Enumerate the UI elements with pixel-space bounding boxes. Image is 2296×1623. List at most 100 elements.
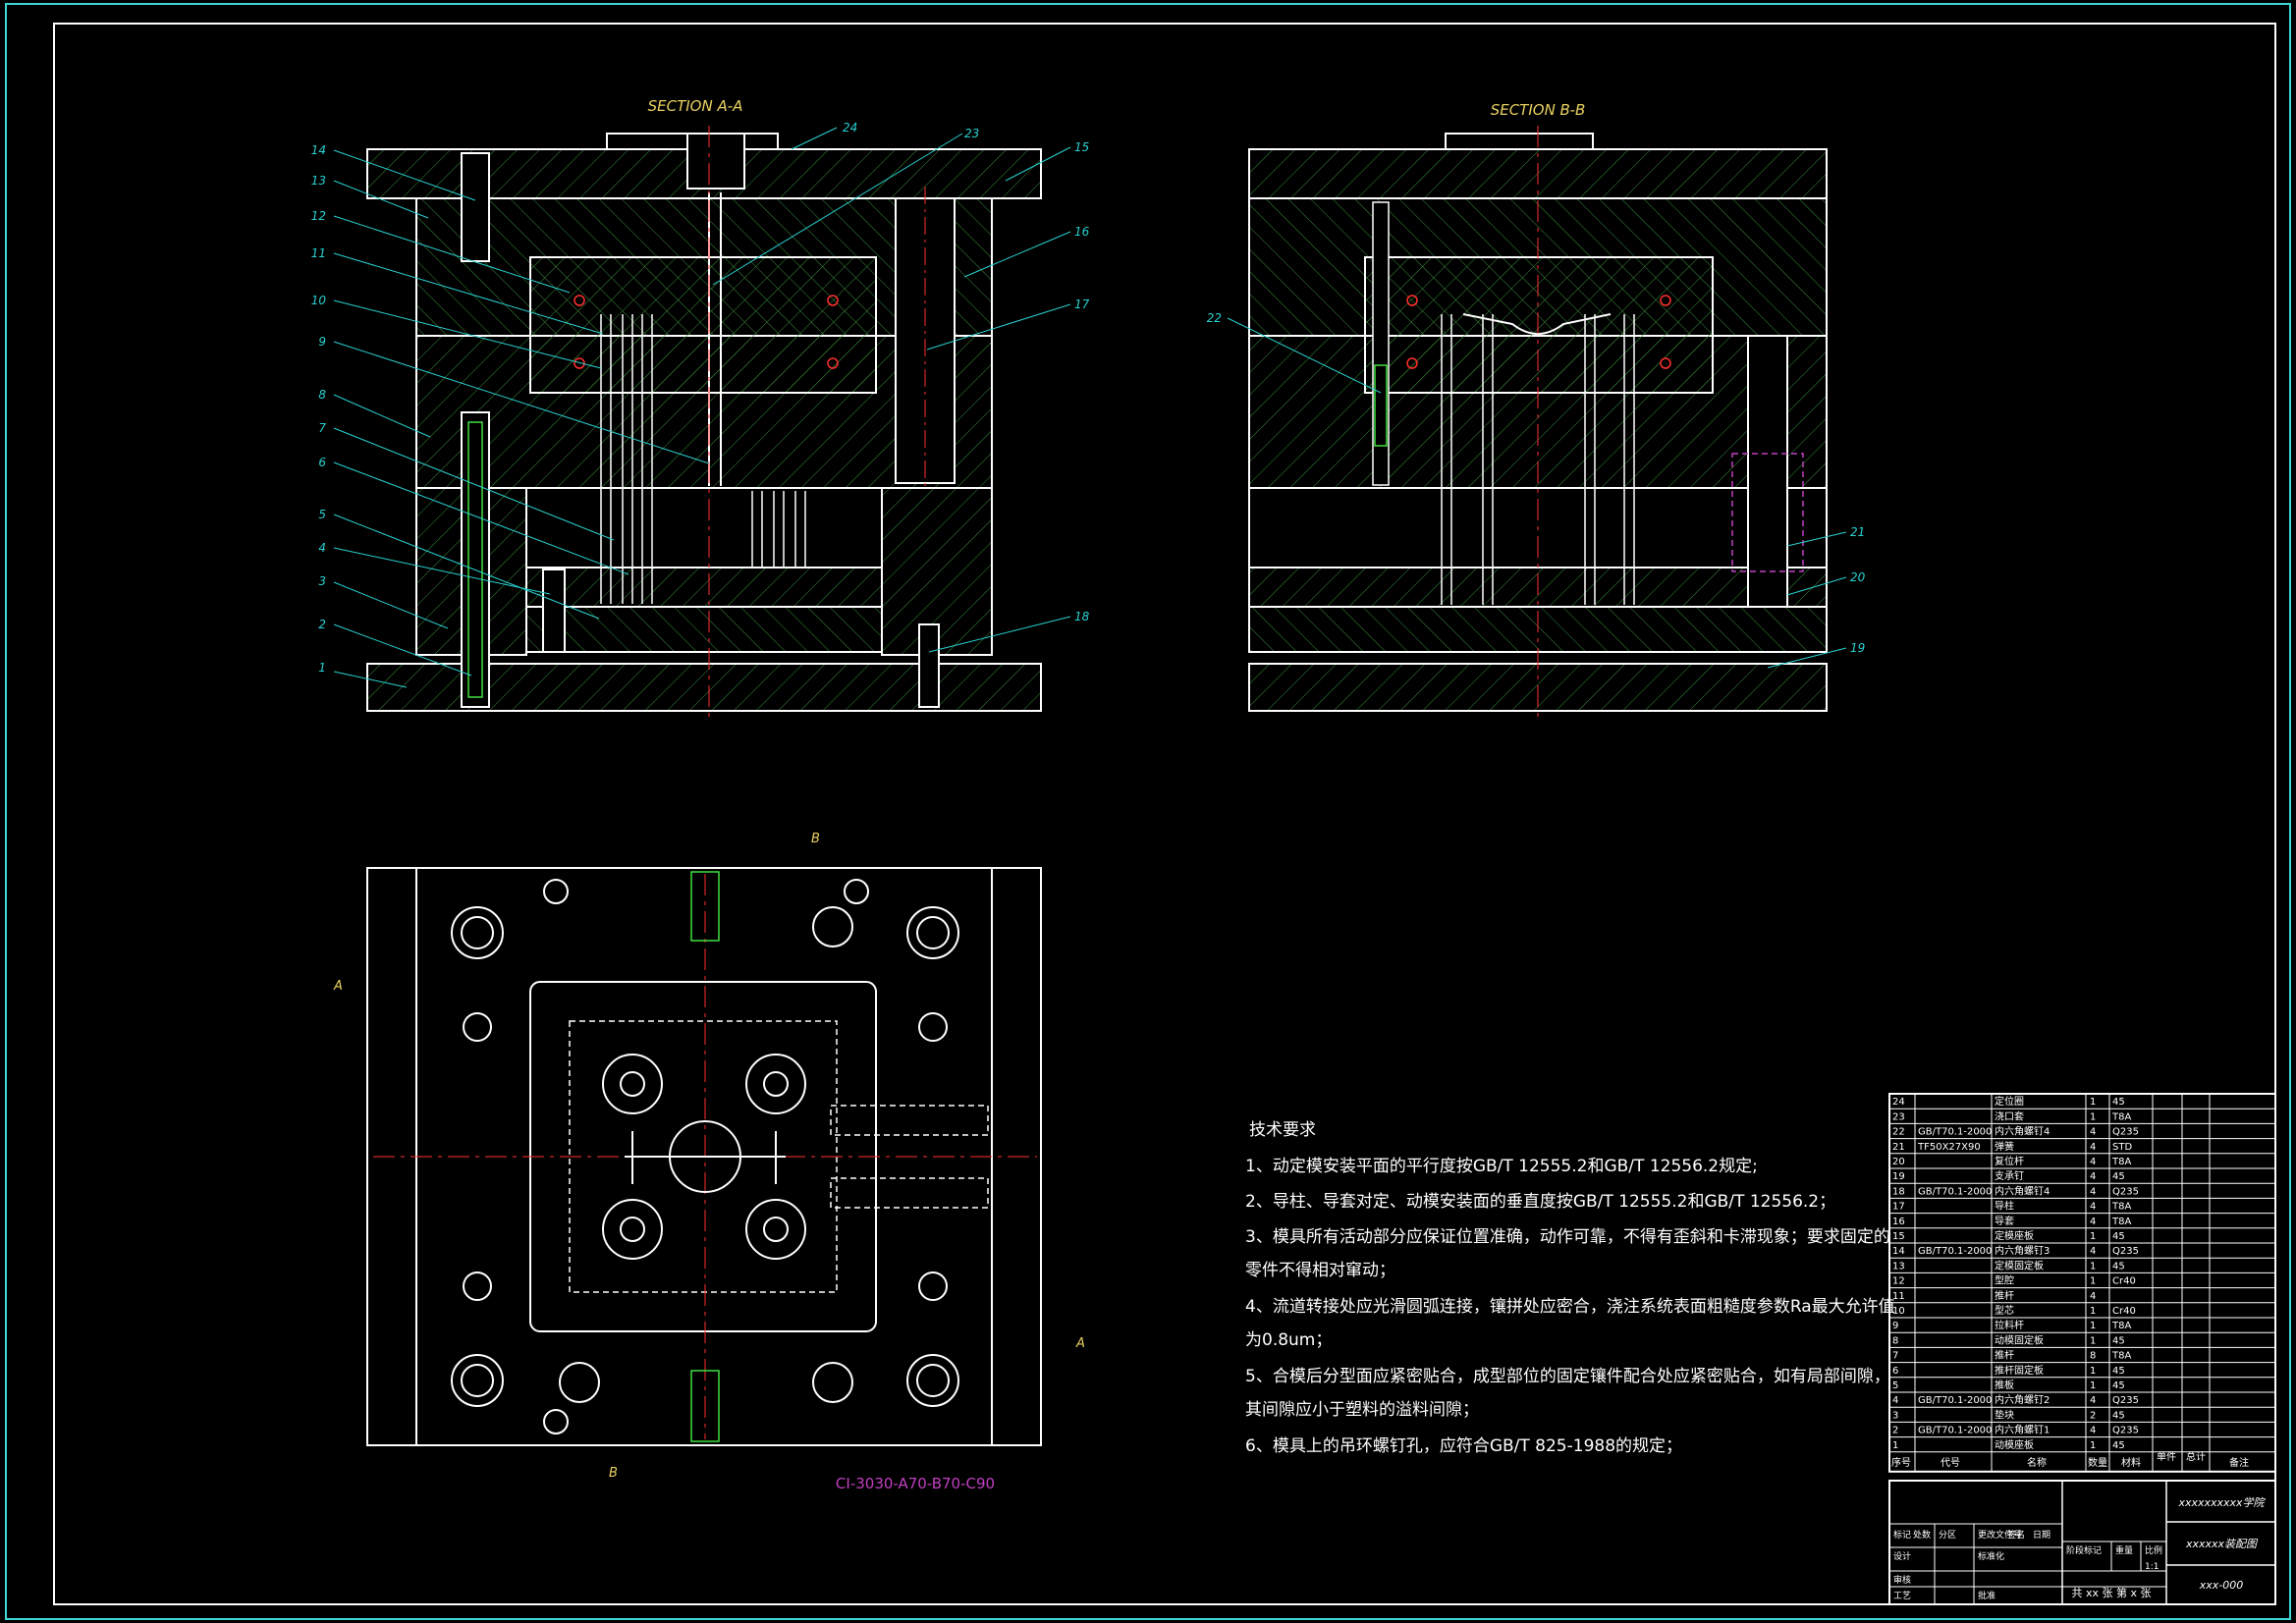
bom-header-unit: 单件: [2157, 1451, 2176, 1463]
bom-name: 型腔: [1995, 1274, 2014, 1287]
bom-header-code: 代号: [1941, 1457, 1960, 1469]
bom-qty: 1: [2090, 1261, 2096, 1271]
bom-no: 2: [1892, 1426, 1898, 1436]
bom-no: 15: [1892, 1231, 1905, 1242]
sheet-count: 共 xx 张 第 x 张: [2071, 1586, 2151, 1599]
balloon-leaders-a: [333, 127, 1071, 688]
bom-qty: 4: [2090, 1395, 2096, 1406]
balloon-labels-a: 1 2 3 4 5 6 7 8 9 10 11 12 13 14 15 16 1…: [311, 121, 1090, 675]
bom-qty: 1: [2090, 1231, 2096, 1242]
svg-text:2: 2: [318, 618, 326, 631]
svg-text:批准: 批准: [1978, 1590, 1995, 1601]
bom-name: 浇口套: [1995, 1109, 2024, 1122]
balloon-labels-b: 19 20 21 22: [1207, 311, 1866, 655]
bom-name: 推杆: [1995, 1349, 2014, 1362]
bom-no: 4: [1892, 1395, 1898, 1406]
svg-text:22: 22: [1207, 311, 1222, 325]
bom-name: 内六角螺钉4: [1995, 1125, 2050, 1138]
bom-material: 45: [2112, 1231, 2125, 1242]
bom-qty: 4: [2090, 1171, 2096, 1182]
bom-header-total: 总计: [2186, 1450, 2206, 1463]
svg-text:比例: 比例: [2145, 1544, 2162, 1556]
bom-qty: 1: [2090, 1276, 2096, 1287]
bom-no: 23: [1892, 1111, 1905, 1122]
svg-text:5: 5: [318, 508, 326, 521]
inner-frame: [53, 23, 2276, 1605]
svg-text:23: 23: [964, 127, 979, 140]
bom-material: 45: [2112, 1440, 2125, 1451]
section-a-title: SECTION A-A: [648, 97, 743, 115]
bom-material: 45: [2112, 1380, 2125, 1391]
plan-view: B A A B CI-3030-A70-B70-C90: [333, 832, 1085, 1492]
svg-text:8: 8: [318, 388, 326, 402]
svg-text:1:1: 1:1: [2145, 1562, 2159, 1572]
bom-no: 5: [1892, 1380, 1898, 1391]
bom-material: 45: [2112, 1097, 2125, 1108]
bom-code: GB/T70.1-2000: [1918, 1395, 1992, 1406]
b-cavity: [1364, 256, 1714, 394]
school-name: xxxxxxxxxx学院: [2177, 1496, 2266, 1509]
bom-name: 支承钉: [1995, 1170, 2024, 1182]
bom-no: 3: [1892, 1410, 1898, 1421]
bom-no: 10: [1892, 1306, 1905, 1317]
svg-text:10: 10: [311, 294, 327, 307]
svg-text:17: 17: [1074, 298, 1090, 311]
bom-qty: 4: [2090, 1426, 2096, 1436]
svg-text:18: 18: [1074, 610, 1090, 623]
bom-qty: 4: [2090, 1202, 2096, 1213]
bom-qty: 4: [2090, 1217, 2096, 1227]
bom-name: 定位圈: [1995, 1095, 2024, 1108]
bom-qty: 8: [2090, 1351, 2096, 1362]
bom-no: 14: [1892, 1246, 1905, 1257]
bom-no: 22: [1892, 1127, 1905, 1138]
tech-item-1: 1、动定模安装平面的平行度按GB/T 12555.2和GB/T 12556.2规…: [1245, 1157, 1758, 1176]
bom-qty: 4: [2090, 1142, 2096, 1153]
bom-no: 13: [1892, 1261, 1905, 1271]
section-b-title: SECTION B-B: [1491, 101, 1586, 119]
screw-bottom-right: [918, 623, 940, 708]
bom-no: 21: [1892, 1142, 1905, 1153]
svg-text:21: 21: [1850, 525, 1865, 539]
bom-material: Q235: [2112, 1426, 2139, 1436]
svg-text:7: 7: [318, 421, 326, 435]
bom-qty: 1: [2090, 1321, 2096, 1331]
bom-name: 弹簧: [1995, 1140, 2014, 1153]
bom-name: 定模固定板: [1995, 1259, 2044, 1271]
svg-text:签名: 签名: [2007, 1529, 2025, 1541]
bom-header-material: 材料: [2121, 1456, 2141, 1469]
bom-no: 17: [1892, 1202, 1905, 1213]
section-b-b: SECTION B-B: [1248, 101, 1828, 722]
svg-text:日期: 日期: [2033, 1530, 2050, 1541]
svg-text:重量: 重量: [2115, 1544, 2133, 1556]
bom-qty: 1: [2090, 1097, 2096, 1108]
bom-name: 内六角螺钉1: [1995, 1424, 2050, 1436]
bom-qty: 1: [2090, 1366, 2096, 1377]
svg-text:设计: 设计: [1893, 1550, 1911, 1562]
svg-text:19: 19: [1850, 641, 1865, 655]
bom-material: Cr40: [2112, 1276, 2136, 1287]
ejector-retainer-plate: [525, 567, 883, 608]
bom-name: 复位杆: [1995, 1155, 2024, 1167]
tech-item-3: 3、模具所有活动部分应保证位置准确，动作可靠，不得有歪斜和卡滞现象；要求固定的: [1245, 1227, 1890, 1247]
drawing-number: xxx-000: [2199, 1579, 2244, 1592]
sprue-bushing: [686, 133, 745, 189]
bom-no: 24: [1892, 1097, 1905, 1108]
svg-text:阶段标记: 阶段标记: [2066, 1544, 2102, 1556]
bom-material: T8A: [2111, 1217, 2131, 1227]
bom-qty: 4: [2090, 1157, 2096, 1167]
bom-qty: 4: [2090, 1186, 2096, 1197]
screw-bottom-left: [461, 411, 490, 708]
bom-qty: 1: [2090, 1306, 2096, 1317]
svg-text:更改文件号: 更改文件号: [1978, 1529, 2022, 1541]
bom-material: Q235: [2112, 1395, 2139, 1406]
bom-material: T8A: [2111, 1157, 2131, 1167]
bom-header-name: 名称: [2027, 1456, 2047, 1469]
bom-material: 45: [2112, 1335, 2125, 1346]
bom-qty: 4: [2090, 1246, 2096, 1257]
bom-header-note: 备注: [2229, 1456, 2249, 1469]
tech-item-4: 4、流道转接处应光滑圆弧连接，镶拼处应密合，浇注系统表面粗糙度参数Ra最大允许值: [1245, 1296, 1895, 1317]
mold-code: CI-3030-A70-B70-C90: [836, 1475, 995, 1492]
outer-frame: [5, 3, 2291, 1620]
bom-material: Q235: [2112, 1246, 2139, 1257]
ejector-plate: [525, 606, 883, 653]
